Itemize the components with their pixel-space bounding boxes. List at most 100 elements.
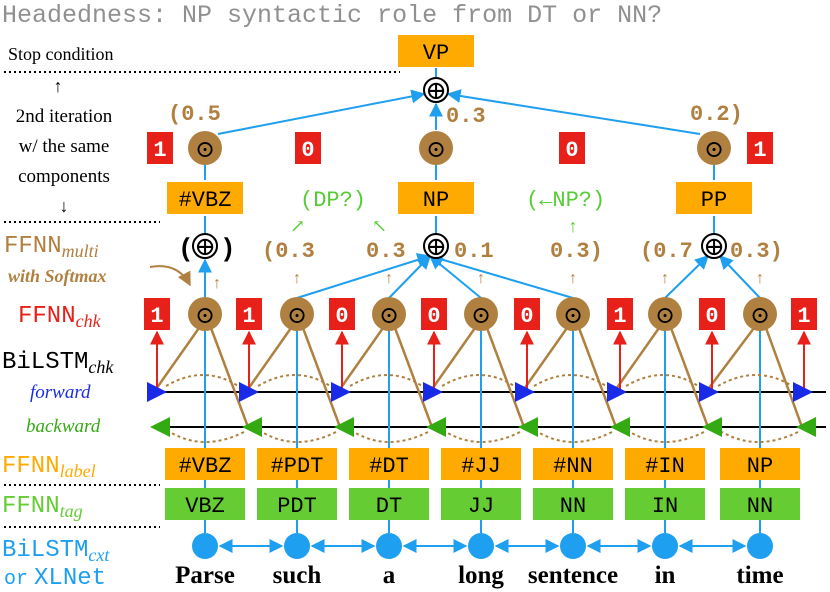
tag-text-3: JJ: [468, 494, 494, 519]
forward-recurrence-6: [717, 374, 793, 387]
chunk-input-right-1: [301, 327, 342, 428]
label-iteration-1: 2nd iteration: [16, 106, 113, 127]
arrow-nw-icon: ↖: [372, 216, 387, 236]
chunk-gate-1: [280, 297, 314, 331]
backward-lstm-cell-2: [334, 417, 354, 437]
root-node-box: [398, 35, 474, 67]
separator-lines: [4, 71, 400, 528]
backward-lstm-cell-6: [702, 417, 722, 437]
arrow-up-stop: ↑: [54, 76, 63, 96]
level1-node-box-1: [398, 182, 474, 214]
label-box-3: [441, 448, 521, 480]
level2-flag-box-2: [559, 132, 585, 164]
forward-recurrence-4: [533, 374, 607, 387]
chunk-input-right-0: [209, 327, 250, 428]
label-ffnn-multi: FFNNmulti: [4, 233, 99, 261]
level1-node-text-1: NP: [423, 188, 449, 213]
label-ffnn-label: FFNNlabel: [2, 453, 96, 481]
chunk-input-left-4: [520, 327, 569, 393]
tag-box-3: [441, 488, 521, 520]
chunk-gate-0: [188, 297, 222, 331]
aggregate-node-l1-2: [701, 233, 727, 259]
annotation-np: (←NP?): [526, 188, 605, 213]
label-backward: backward: [26, 416, 101, 437]
forward-recurrence-0: [165, 374, 239, 387]
odot-icon: ⊙: [750, 303, 770, 329]
chunk-flag-text-3: 0: [427, 304, 440, 329]
backward-lstm-cell-1: [242, 417, 262, 437]
word-4: sentence: [528, 562, 618, 589]
chunk-gate-6: [743, 297, 777, 331]
chunk-flag-box-1: [236, 298, 262, 330]
softmax-pointer-arrow: [149, 265, 191, 287]
chunk-flag-box-4: [514, 298, 540, 330]
oplus-icon: ⊕: [703, 232, 725, 261]
level2-flag-text-2: 0: [565, 138, 578, 163]
chunk-input-right-5: [669, 327, 710, 428]
weight-up-arrow-6: ↑: [756, 270, 764, 287]
level2-flag-text-1: 0: [301, 138, 314, 163]
label-text-5: #IN: [645, 454, 685, 479]
word-0: Parse: [175, 562, 235, 589]
weight-up-arrow-1: ↑: [293, 270, 301, 287]
chunk-input-right-6: [764, 327, 804, 428]
label-stop-condition: Stop condition: [8, 44, 114, 64]
chunk-flag-box-6: [699, 298, 725, 330]
chunk-flag-text-6: 0: [705, 304, 718, 329]
chunk-input-right-2: [393, 327, 434, 428]
label-box-6: [720, 448, 800, 480]
chunk-flag-text-1: 1: [242, 304, 255, 329]
tag-box-4: [533, 488, 613, 520]
tag-box-0: [165, 488, 245, 520]
label-text-6: NP: [747, 454, 773, 479]
aggregate-node-l1-1: [423, 233, 449, 259]
backward-recurrence-5: [629, 431, 705, 443]
weight-up-arrow-0: ↑: [213, 275, 221, 292]
forward-lstm-cell-4: [515, 382, 535, 402]
tag-text-6: NN: [747, 494, 773, 519]
odot-icon: ⊙: [655, 303, 675, 329]
level2-flag-text-3: 1: [753, 138, 766, 163]
chunk-input-right-4: [577, 327, 618, 428]
level1-weight-3: 0.3): [550, 239, 603, 264]
chunk-flag-text-0: 1: [150, 304, 163, 329]
odot-icon: ⊙: [379, 303, 399, 329]
word-1: such: [273, 562, 322, 589]
chunk-input-left-5: [612, 327, 661, 393]
level2-weight-1: 0.3: [446, 104, 486, 129]
np-input-0: [296, 253, 432, 299]
context-node-1: [284, 533, 310, 559]
label-box-4: [533, 448, 613, 480]
forward-recurrence-3: [441, 374, 515, 387]
backward-lstm-cell-3: [426, 417, 446, 437]
weight-up-arrow-2: ↑: [385, 270, 393, 287]
level1-node-text-0: #VBZ: [179, 188, 232, 213]
chunk-gate-2: [372, 297, 406, 331]
tag-box-2: [349, 488, 429, 520]
context-node-3: [468, 533, 494, 559]
chunk-flag-text-7: 1: [797, 304, 810, 329]
np-input-3: [428, 252, 574, 299]
label-box-2: [349, 448, 429, 480]
chunk-flag-text-4: 0: [520, 304, 533, 329]
odot-icon: ⊙: [704, 137, 724, 163]
chunk-gate-5: [648, 297, 682, 331]
context-node-2: [376, 533, 402, 559]
level1-weight-5: 0.3): [730, 239, 783, 264]
level2-gate-1: [419, 131, 453, 165]
forward-lstm-cell-5: [607, 382, 627, 402]
label-bilstm-chk: BiLSTMchk: [2, 349, 114, 377]
level2-flag-text-0: 1: [153, 138, 166, 163]
chunk-flag-box-2: [329, 298, 355, 330]
chunk-input-left-0: [152, 327, 201, 393]
backward-lstm-cell-5: [610, 417, 630, 437]
odot-icon: ⊙: [195, 303, 215, 329]
backward-recurrence-0: [169, 431, 245, 443]
backward-lstm-cell-4: [518, 417, 538, 437]
pp-input-0: [664, 255, 710, 299]
arrow-down-iteration: ↓: [60, 196, 69, 216]
label-text-0: #VBZ: [179, 454, 232, 479]
tag-box-6: [720, 488, 800, 520]
weight-up-arrow-4: ↑: [569, 270, 577, 287]
